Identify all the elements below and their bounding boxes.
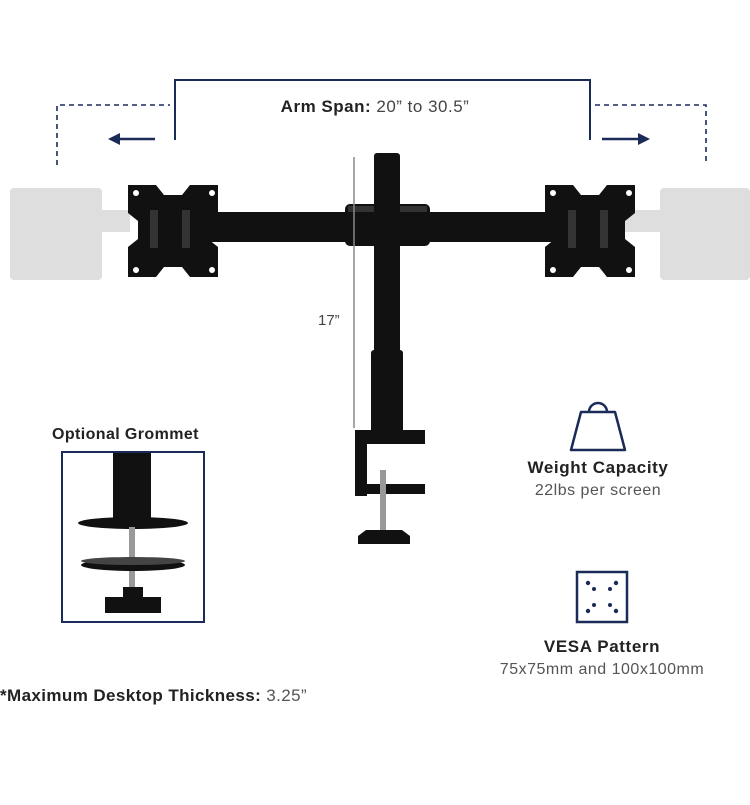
- desktop-thickness-label: *Maximum Desktop Thickness:: [0, 686, 262, 705]
- arm-span-bracket: [174, 79, 591, 140]
- pole-height-label: 17”: [318, 312, 340, 329]
- desktop-thickness-value: 3.25”: [266, 686, 308, 705]
- arrow-left-icon: [108, 133, 155, 145]
- ghost-plate-right: [625, 188, 750, 280]
- arm-span-value: 20” to 30.5”: [376, 97, 470, 116]
- mount-pole: [371, 153, 403, 435]
- grommet-detail-box: [61, 451, 205, 623]
- weight-capacity-title: Weight Capacity: [527, 458, 669, 477]
- arm-span-label: Arm Span: 20” to 30.5”: [0, 97, 750, 117]
- arm-span-title: Arm Span:: [280, 97, 372, 116]
- weight-icon: [569, 401, 627, 452]
- desktop-thickness-note: *Maximum Desktop Thickness: 3.25”: [0, 686, 307, 706]
- arrow-right-icon: [602, 133, 650, 145]
- grommet-illustration: [78, 453, 188, 613]
- extended-span-bracket: [56, 104, 707, 165]
- ghost-plate-left: [10, 188, 130, 280]
- grommet-title: Optional Grommet: [52, 426, 199, 443]
- vesa-plate-right: [545, 185, 635, 277]
- vesa-pattern-icon: [575, 570, 629, 624]
- vesa-plate-left: [128, 185, 218, 277]
- vesa-pattern-title: VESA Pattern: [543, 637, 661, 656]
- weight-capacity-value: 22lbs per screen: [534, 482, 662, 499]
- desk-clamp: [355, 430, 425, 544]
- vesa-pattern-value: 75x75mm and 100x100mm: [499, 661, 705, 678]
